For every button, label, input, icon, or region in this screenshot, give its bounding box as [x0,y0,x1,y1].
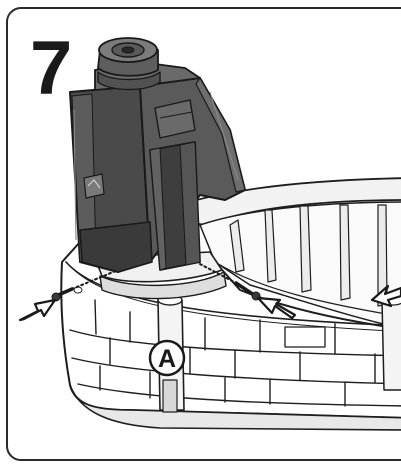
arrow-left [18,298,57,322]
insertion-paths [71,263,237,290]
step-number: 7 [30,26,72,111]
screw-icon [51,281,261,302]
arrow-right [256,296,297,320]
reservoir-icon [69,37,246,273]
callout-a: A [148,339,186,377]
base-tray [60,177,401,431]
screw-left [51,287,74,302]
callout-label: A [158,345,176,373]
arrow-icon [18,284,401,322]
arrow-edge [370,284,401,308]
